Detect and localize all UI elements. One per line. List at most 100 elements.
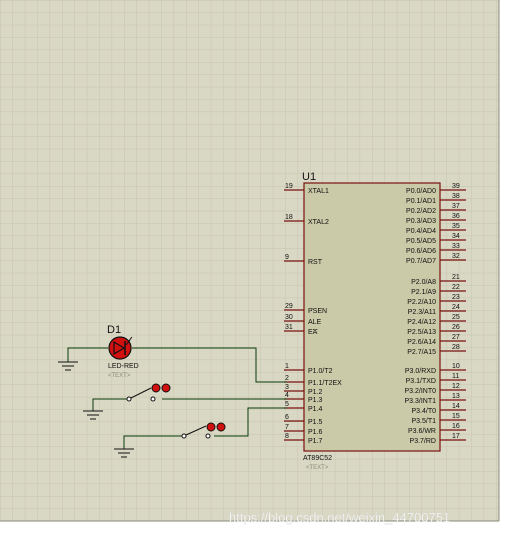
pin-number: 2 [285, 375, 289, 382]
ic-pin-left[interactable]: 7P1.6 [284, 424, 323, 436]
microcontroller-u1[interactable]: U1 19XTAL118XTAL29RST29PSEN30ALE31EA1P1.… [284, 171, 466, 471]
pin-name: P2.3/A11 [408, 309, 436, 316]
push-button-switch-1[interactable] [126, 383, 171, 402]
pin-number: 13 [452, 393, 460, 400]
wire-led-to-p1-1[interactable] [132, 347, 287, 383]
pin-name: P2.0/A8 [411, 279, 436, 286]
pin-name: P1.3 [308, 397, 323, 404]
ground-symbol [58, 361, 78, 371]
pin-name: P3.5/T1 [411, 418, 436, 425]
pin-number: 26 [452, 324, 460, 331]
pin-name: P0.3/AD3 [406, 218, 436, 225]
ic-pin-left[interactable]: 8P1.7 [284, 433, 323, 445]
pin-name: P1.6 [308, 429, 323, 436]
pin-name: P2.6/A14 [407, 339, 436, 346]
pin-number: 15 [452, 413, 460, 420]
pin-number: 29 [285, 303, 293, 310]
pin-name: ALE [308, 319, 322, 326]
pin-number: 33 [452, 243, 460, 250]
led-diode-triangle [113, 340, 126, 356]
switch-actuator-icon[interactable] [151, 383, 161, 393]
watermark: https://blog.csdn.net/weixin_44700751 [229, 510, 450, 525]
led-light-arrow [125, 339, 131, 346]
wire-switch2-to-p1-4[interactable] [214, 407, 287, 437]
ic-part-label: AT89C52 [303, 455, 332, 462]
switch-actuator-icon[interactable] [161, 383, 171, 393]
ground-symbol [114, 448, 134, 458]
pin-number: 23 [452, 294, 460, 301]
ic-pin-left[interactable]: 6P1.5 [284, 414, 323, 426]
pin-number: 19 [285, 183, 293, 190]
pin-number: 5 [285, 401, 289, 408]
pin-number: 11 [452, 373, 459, 380]
pin-name: P3.6/WR [408, 428, 436, 435]
pin-number: 10 [452, 363, 460, 370]
pin-name: P2.5/A13 [407, 329, 436, 336]
pin-name: P1.5 [308, 419, 323, 426]
ic-pin-left[interactable]: 3P1.2 [284, 384, 323, 396]
pin-name: P2.2/A10 [407, 299, 436, 306]
pin-name: P3.1/TXD [406, 378, 436, 385]
pin-name: P3.7/RD [410, 438, 436, 445]
ic-pin-left[interactable]: 5P1.4 [284, 401, 323, 413]
wire-led-to-ground[interactable] [67, 347, 108, 362]
pin-name: XTAL1 [308, 188, 329, 195]
ic-text-placeholder: <TEXT> [306, 465, 329, 471]
pin-number: 14 [452, 403, 460, 410]
pin-name: P1.2 [308, 389, 323, 396]
push-button-switch-2[interactable] [181, 422, 226, 439]
ic-body[interactable] [303, 182, 441, 452]
pin-name: P3.3/INT1 [404, 398, 436, 405]
switch-actuator-icon[interactable] [206, 422, 216, 432]
pin-name: P1.1/T2EX [308, 380, 342, 387]
wire-switch1-to-ground[interactable] [92, 398, 127, 411]
led-d1[interactable]: D1 LED-RED <TEXT> [107, 324, 139, 379]
wire-switch2-to-ground[interactable] [123, 435, 182, 449]
pin-name: P3.2/INT0 [404, 388, 436, 395]
ground-symbol [83, 410, 103, 420]
pin-number: 24 [452, 304, 460, 311]
pin-name: P2.7/A15 [407, 349, 436, 356]
ic-pin-left[interactable]: 2P1.1/T2EX [284, 375, 342, 387]
led-body[interactable] [108, 336, 132, 360]
pin-name: P0.1/AD1 [406, 198, 436, 205]
ic-pin-left[interactable]: 1P1.0/T2 [284, 363, 333, 375]
pin-name: P1.0/T2 [308, 368, 333, 375]
switch-actuator-icon[interactable] [216, 422, 226, 432]
pin-number: 38 [452, 193, 460, 200]
pin-number: 4 [285, 392, 289, 399]
ic-pin-left[interactable]: 4P1.3 [284, 392, 323, 404]
